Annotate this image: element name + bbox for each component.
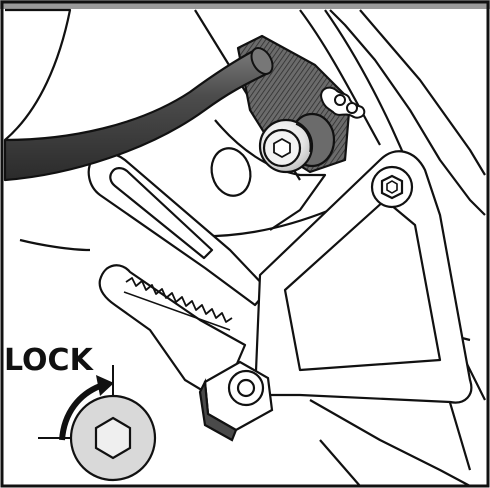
lower-pivot-block [198, 360, 274, 442]
frame-top-bar [0, 0, 490, 9]
lock-label: LOCK [4, 343, 93, 378]
curved-rod [3, 47, 274, 182]
hex-socket-screw-icon [258, 112, 336, 174]
rotation-arrow-icon [59, 375, 114, 441]
hex-bolt-icon [370, 165, 414, 209]
tension-spring-icon [320, 86, 366, 119]
oval-hole [210, 147, 252, 197]
lock-bolt-icon [69, 394, 157, 482]
slotted-lever [87, 152, 270, 307]
lock-indicator [38, 365, 157, 482]
triangle-lever [253, 150, 473, 404]
pivot-circle-inner [236, 378, 256, 398]
